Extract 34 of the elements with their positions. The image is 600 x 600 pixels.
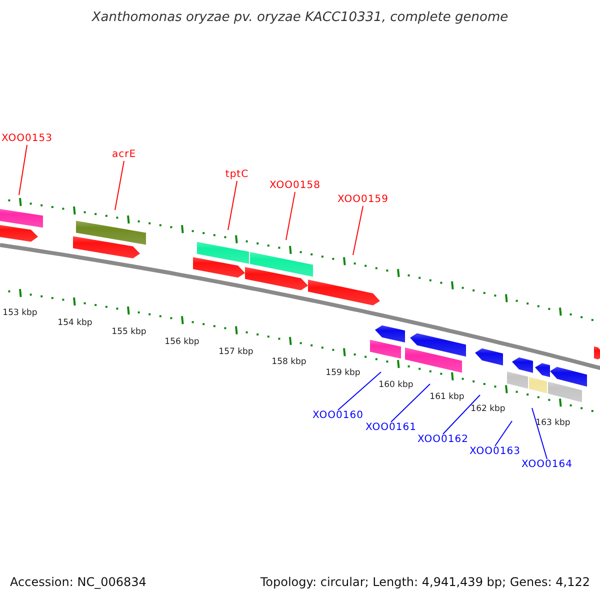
scale-label: 155 kbp [112,328,146,336]
gene-label: XOO0163 [470,447,520,457]
gene-label: XOO0159 [338,195,388,205]
gene-label: XOO0153 [2,134,52,144]
scale-label: 163 kbp [536,418,570,428]
leader-line [532,408,548,460]
leader-line [442,394,480,434]
gene-label: XOO0160 [312,411,364,421]
gene-label: XOO0158 [270,181,320,191]
gene-label: acrE [112,150,136,160]
scale-label: 160 kbp [378,380,414,390]
leader-line [18,144,28,196]
genome-summary-text: Topology: circular; Length: 4,941,439 bp; Genes: 4,122 [260,575,590,589]
scale-label: 161 kbp [430,392,464,402]
scale-label: 162 kbp [470,404,506,414]
leader-line [338,372,382,410]
scale-label: 159 kbp [326,368,360,378]
leader-line [114,160,124,210]
leader-line [494,420,512,446]
gene-label: tptC [225,170,249,180]
leader-line [228,180,238,230]
leader-line [390,384,430,422]
scale-label: 157 kbp [218,348,254,356]
gene-label: XOO0164 [522,460,572,470]
scale-label: 154 kbp [58,318,92,328]
scale-label: 153 kbp [2,308,38,318]
map-title: Xanthomonas oryzae pv. oryzae KACC10331, complete genome [90,10,510,25]
scale-label: 158 kbp [272,358,306,366]
scale-label: 156 kbp [164,338,200,346]
accession-text: Accession: NC_006834 [10,575,146,589]
gene-label: XOO0161 [366,423,416,433]
leader-line [352,206,364,256]
gene-label: XOO0162 [418,435,468,445]
leader-line [286,192,296,240]
